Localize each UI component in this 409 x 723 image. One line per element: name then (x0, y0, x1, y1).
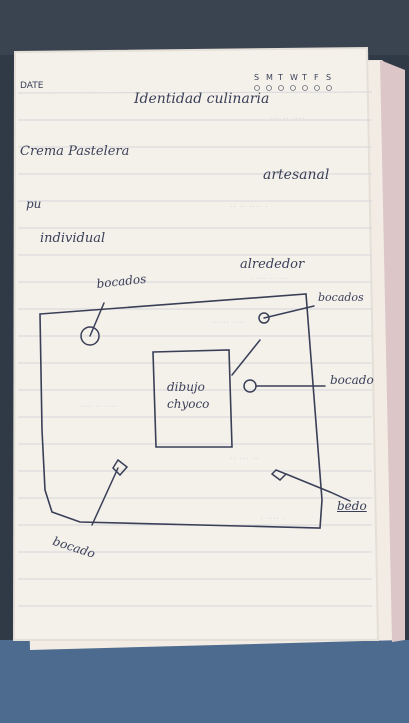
diagram-marks (80, 302, 351, 526)
bocado-bottom-right-line (285, 473, 351, 502)
line-artesanal: artesanal (263, 167, 330, 183)
bocado-top-right-line (263, 305, 315, 319)
svg-text:· ··· ·· ···: · ··· ·· ··· (250, 274, 288, 285)
svg-text:·· ·· ···· ·: ·· ·· ···· · (230, 202, 268, 213)
weekday-t1: T (278, 73, 283, 82)
notebook-spine (380, 60, 405, 642)
date-label: DATE (20, 81, 44, 91)
svg-text:······ ····: ······ ···· (210, 318, 245, 329)
weekday-f: F (314, 73, 319, 82)
svg-text:·· ··· ··: ·· ··· ·· (230, 454, 259, 465)
bocado-bottom-left-line (91, 467, 119, 526)
bocado-top-left-circle (80, 326, 100, 346)
page-title: Identidad culinaria (134, 91, 270, 107)
label-alrededor: alrededor (240, 257, 305, 272)
weekday-dot-row (254, 85, 332, 91)
label-bocado-right: bocado (330, 373, 374, 387)
bocado-top-left-line (89, 302, 105, 337)
bocado-bottom-right-mark (270, 469, 288, 481)
center-box-link-line (231, 339, 261, 376)
line-crema-pastelera: Crema Pastelera (20, 144, 130, 159)
svg-text:···· ·· ····: ···· ·· ···· (80, 402, 118, 413)
label-bocados-right: bocados (318, 291, 364, 304)
label-bedo: bedo (337, 499, 367, 513)
line-individual: individual (40, 231, 106, 246)
svg-text:··· ·· ····: ··· ·· ···· (270, 114, 305, 125)
line-pu: pu (26, 197, 42, 211)
ruling-lines (17, 91, 373, 607)
notebook-page (12, 46, 380, 641)
background-top (0, 0, 409, 55)
bocado-bottom-left-mark (112, 458, 129, 477)
weekday-s1: S (254, 73, 260, 82)
dish-plate-outline (39, 293, 323, 529)
center-box (152, 349, 233, 448)
svg-text:· ···· ·: · ···· · (260, 514, 285, 525)
bocado-top-right-circle (258, 312, 270, 324)
center-box-line1: dibujo (167, 380, 205, 394)
weekday-s2: S (326, 73, 332, 82)
weekday-t2: T (302, 73, 307, 82)
bleed-through-text: ··· ·· ···· ·· ·· ···· · · ··· ·· ··· ··… (80, 114, 305, 525)
center-box-line2: chyoco (167, 397, 210, 411)
weekday-m: M (266, 73, 273, 82)
weekday-w: W (290, 73, 298, 82)
jeans-bottom (0, 640, 409, 723)
